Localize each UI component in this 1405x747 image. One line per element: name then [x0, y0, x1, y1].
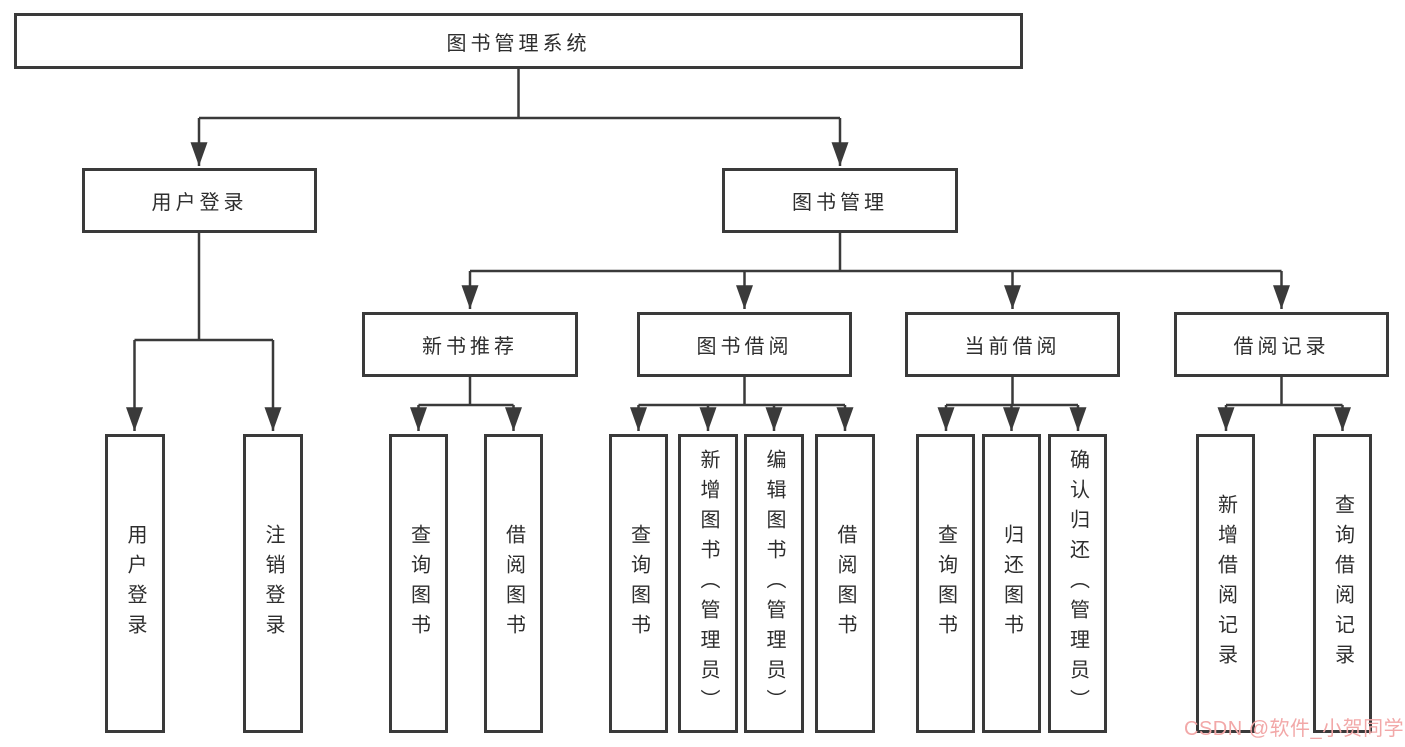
leaf-query-books-borrow: 查询图书: [609, 434, 668, 733]
leaf-label: 查询图书: [934, 523, 957, 644]
node-book-borrowing: 图书借阅: [637, 312, 852, 377]
leaf-label: 新增图书（管理员）: [697, 448, 719, 719]
leaf-label: 归还图书: [1000, 523, 1023, 644]
leaf-label: 用户登录: [124, 523, 146, 644]
leaf-edit-books-admin: 编辑图书（管理员）: [744, 434, 804, 733]
leaf-add-books-admin: 新增图书（管理员）: [678, 434, 738, 733]
node-book-management: 图书管理: [722, 168, 958, 233]
leaf-query-books-recommend: 查询图书: [389, 434, 448, 733]
leaf-user-login: 用户登录: [105, 434, 165, 733]
leaf-label: 注销登录: [262, 523, 284, 644]
node-label: 图书借阅: [696, 336, 793, 358]
leaf-query-borrow-record: 查询借阅记录: [1313, 434, 1372, 733]
leaf-label: 新增借阅记录: [1214, 493, 1237, 674]
node-label: 图书管理: [792, 192, 888, 214]
node-current-borrowing: 当前借阅: [905, 312, 1120, 377]
leaf-logout: 注销登录: [243, 434, 303, 733]
node-user-login: 用户登录: [82, 168, 317, 233]
node-label: 新书推荐: [422, 336, 518, 358]
leaf-label: 查询图书: [627, 523, 650, 644]
node-label: 当前借阅: [964, 336, 1061, 358]
node-label: 借阅记录: [1233, 336, 1330, 358]
leaf-query-books-current: 查询图书: [916, 434, 975, 733]
leaf-label: 查询借阅记录: [1331, 493, 1354, 674]
leaf-return-books: 归还图书: [982, 434, 1041, 733]
node-library-management-system: 图书管理系统: [14, 13, 1023, 69]
leaf-borrow-books: 借阅图书: [815, 434, 875, 733]
node-new-book-recommend: 新书推荐: [362, 312, 578, 377]
leaf-label: 借阅图书: [502, 523, 525, 644]
node-label: 图书管理系统: [446, 32, 591, 55]
leaf-label: 编辑图书（管理员）: [763, 448, 785, 719]
leaf-label: 查询图书: [407, 523, 430, 644]
leaf-confirm-return-admin: 确认归还（管理员）: [1048, 434, 1107, 733]
leaf-label: 借阅图书: [834, 523, 856, 644]
leaf-label: 确认归还（管理员）: [1066, 448, 1089, 719]
csdn-watermark: CSDN @软件_小贺同学: [1184, 718, 1405, 740]
node-label: 用户登录: [151, 192, 248, 214]
leaf-borrow-books-recommend: 借阅图书: [484, 434, 543, 733]
leaf-add-borrow-record: 新增借阅记录: [1196, 434, 1255, 733]
node-borrowing-records: 借阅记录: [1174, 312, 1389, 377]
